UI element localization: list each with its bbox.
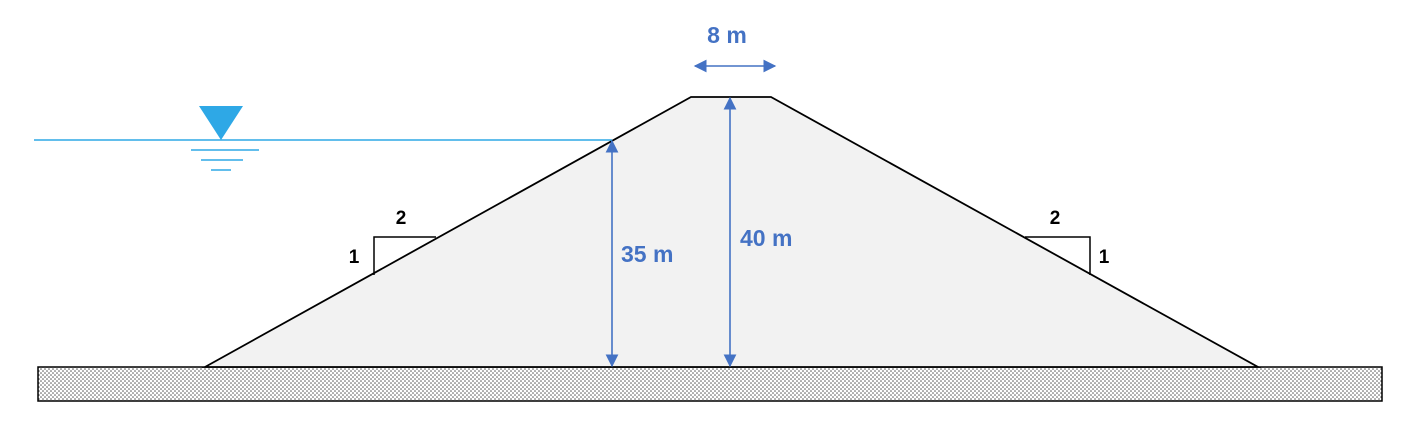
- dam-embankment: [201, 96, 1262, 368]
- foundation-layer: [37, 366, 1383, 402]
- water-depth-label: 35 m: [621, 241, 673, 267]
- upstream-slope-horizontal-label: 2: [396, 208, 407, 229]
- water-level-triangle-icon: [191, 106, 259, 171]
- upstream-slope-indicator: 2 1: [349, 208, 436, 275]
- crest-width-label: 8 m: [707, 22, 747, 48]
- downstream-slope-indicator: 2 1: [1025, 208, 1110, 275]
- downstream-slope-horizontal-label: 2: [1050, 208, 1061, 229]
- downstream-slope-vertical-label: 1: [1099, 247, 1110, 268]
- upstream-slope-vertical-label: 1: [349, 247, 360, 268]
- dam-height-label: 40 m: [740, 225, 792, 251]
